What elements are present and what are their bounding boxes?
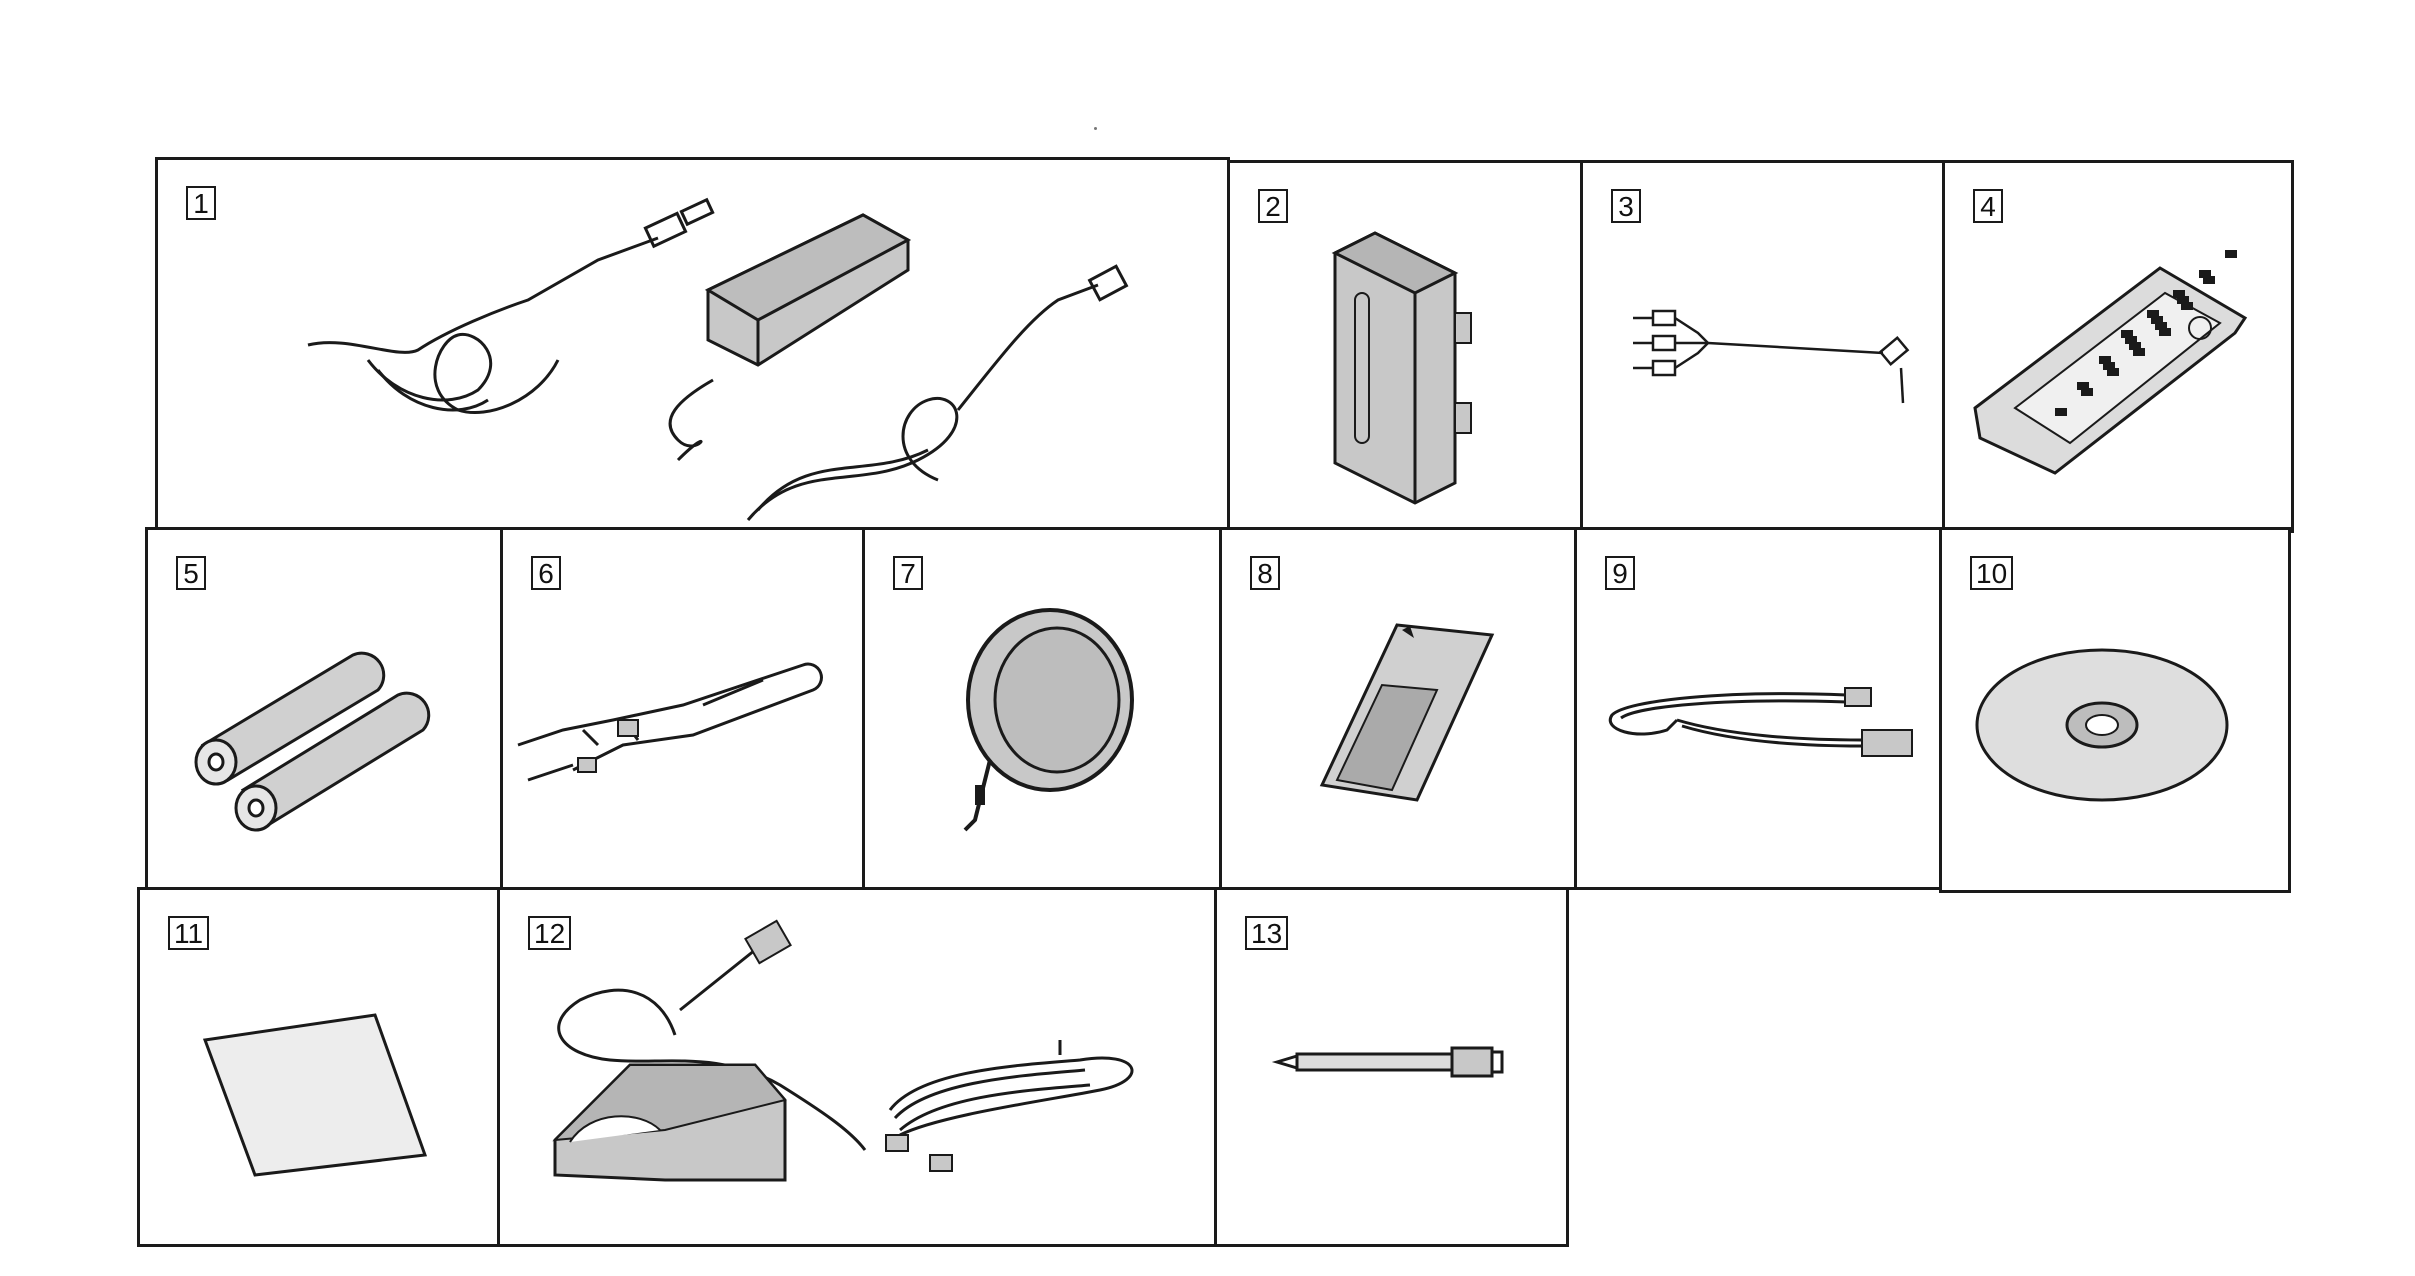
remote-button-icon bbox=[2177, 296, 2189, 304]
item-cell-13: 13 bbox=[1214, 887, 1569, 1247]
item-number-6: 6 bbox=[531, 556, 561, 590]
item-cell-9: 9 bbox=[1574, 527, 1942, 890]
remote-button-icon bbox=[2103, 362, 2115, 370]
remote-button-icon bbox=[2129, 342, 2141, 350]
remote-button-icon bbox=[2121, 330, 2133, 338]
card-reader-icon bbox=[552, 919, 1134, 1182]
remote-button-icon bbox=[2077, 382, 2089, 390]
item-cell-10: 10 bbox=[1939, 527, 2291, 893]
remote-button-icon bbox=[2155, 322, 2167, 330]
av-cable-icon bbox=[1633, 309, 1910, 404]
remote-button-icon bbox=[2151, 316, 2163, 324]
item-number-3: 3 bbox=[1611, 189, 1641, 223]
remote-button-icon bbox=[2125, 336, 2137, 344]
remote-button-icon bbox=[2159, 328, 2171, 336]
item-number-11: 11 bbox=[168, 916, 210, 950]
item-number-1: 1 bbox=[186, 186, 216, 220]
cd-rom-icon bbox=[1975, 648, 2229, 802]
cleaning-cloth-icon bbox=[202, 1013, 428, 1177]
item-number-5: 5 bbox=[176, 556, 206, 590]
shoulder-strap-icon bbox=[517, 662, 823, 782]
remote-button-icon bbox=[2181, 302, 2193, 310]
item-number-4: 4 bbox=[1973, 189, 2003, 223]
remote-button-icon bbox=[2225, 250, 2237, 258]
remote-button-icon bbox=[2147, 310, 2159, 318]
item-cell-8: 8 bbox=[1219, 527, 1577, 890]
remote-button-icon bbox=[2133, 348, 2145, 356]
item-cell-7: 7 bbox=[862, 527, 1222, 890]
item-cell-3: 3 bbox=[1580, 160, 1945, 530]
remote-button-icon bbox=[2203, 276, 2215, 284]
item-number-7: 7 bbox=[893, 556, 923, 590]
remote-control-icon bbox=[1973, 250, 2248, 475]
battery-pack-icon bbox=[1331, 231, 1472, 505]
item-cell-6: 6 bbox=[500, 527, 865, 890]
remote-button-icon bbox=[2099, 356, 2111, 364]
item-cell-2: 2 bbox=[1227, 160, 1583, 530]
remote-button-icon bbox=[2081, 388, 2093, 396]
item-cell-12: 12 bbox=[497, 887, 1217, 1247]
remote-button-icon bbox=[2199, 270, 2211, 278]
remote-button-icon bbox=[2173, 290, 2185, 298]
item-number-2: 2 bbox=[1258, 189, 1288, 223]
lens-cap-icon bbox=[963, 608, 1134, 832]
scan-speck bbox=[1094, 127, 1097, 130]
aa-batteries-icon bbox=[194, 651, 431, 832]
usb-cable-icon bbox=[1608, 687, 1913, 757]
item-number-10: 10 bbox=[1970, 556, 2014, 590]
item-cell-4: 4 bbox=[1942, 160, 2294, 533]
item-number-8: 8 bbox=[1250, 556, 1280, 590]
item-cell-1: 1 bbox=[155, 157, 1230, 530]
remote-button-icon bbox=[2107, 368, 2119, 376]
memory-stick-icon bbox=[1319, 623, 1495, 802]
remote-dial-icon bbox=[2188, 316, 2212, 340]
item-number-9: 9 bbox=[1605, 556, 1635, 590]
item-cell-5: 5 bbox=[145, 527, 503, 890]
stylus-pen-icon bbox=[1271, 1046, 1504, 1078]
item-number-13: 13 bbox=[1245, 916, 1289, 950]
remote-button-icon bbox=[2055, 408, 2067, 416]
item-cell-11: 11 bbox=[137, 887, 500, 1247]
ac-adaptor-icon bbox=[307, 197, 1129, 521]
item-number-12: 12 bbox=[528, 916, 572, 950]
